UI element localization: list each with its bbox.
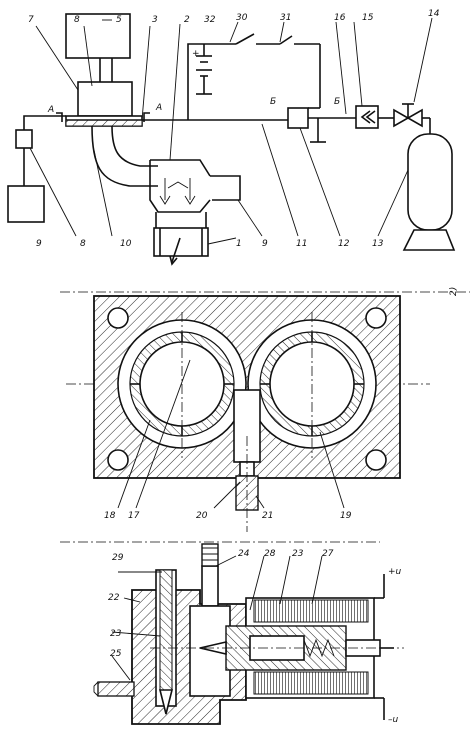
label-7: 7	[28, 15, 34, 25]
label-16: 16	[334, 13, 346, 23]
valve-view	[60, 541, 404, 725]
label-23: 23	[110, 629, 122, 639]
schematic-view	[7, 13, 456, 266]
label-8: 8	[74, 15, 80, 25]
label-12: 12	[338, 239, 350, 249]
sensor-8	[15, 129, 33, 149]
side-mark: 2)	[449, 287, 459, 296]
label-32: 32	[204, 15, 216, 25]
label-1: 1	[236, 239, 242, 249]
regulator-12	[287, 107, 309, 129]
valve-labels: 29 22 23 25 24 28 23 27 +u –u	[108, 549, 402, 725]
label-15: 15	[362, 13, 374, 23]
label-29: 29	[112, 553, 124, 563]
label-5: 5	[116, 15, 122, 25]
label-2: 2	[184, 15, 190, 25]
unit-8-box	[77, 81, 133, 117]
unit-5-box	[65, 13, 131, 59]
label-18: 18	[104, 511, 116, 521]
section-view	[60, 291, 470, 532]
bolt-hole	[107, 307, 129, 329]
label-10: 10	[120, 239, 132, 249]
label-4: 9	[262, 239, 268, 249]
bolt-hole	[365, 307, 387, 329]
label-21: 21	[262, 511, 273, 521]
label-8b: 8	[80, 239, 86, 249]
label-11: 11	[296, 239, 307, 249]
label-b-left: Б	[270, 97, 276, 107]
bolt-hole	[107, 449, 129, 471]
label-25: 25	[110, 649, 122, 659]
label-22: 22	[108, 593, 120, 603]
label-30: 30	[236, 13, 248, 23]
outlet-channel	[233, 389, 261, 463]
controller-9	[7, 185, 45, 223]
label-3: 3	[152, 15, 158, 25]
label-23b: 23	[292, 549, 304, 559]
label-28: 28	[264, 549, 276, 559]
label-9: 9	[36, 239, 42, 249]
label-a-left: А	[47, 105, 54, 115]
label-14: 14	[428, 9, 440, 19]
label-plus-u: +u	[388, 567, 402, 577]
label-b-right: Б	[334, 97, 340, 107]
cylinder-13	[407, 133, 453, 231]
label-a-right: А	[155, 103, 162, 113]
bolt-hole	[365, 449, 387, 471]
label-31: 31	[280, 13, 291, 23]
label-13: 13	[372, 239, 384, 249]
label-20: 20	[196, 511, 208, 521]
label-27: 27	[322, 549, 334, 559]
section-labels: 18 17 20 21 19	[104, 511, 352, 521]
label-17: 17	[128, 511, 140, 521]
label-minus-u: –u	[388, 715, 399, 725]
label-plus: +	[192, 49, 200, 59]
schematic-labels: 7 8 5 3 2 32 30 31 16 15 14 + А А Б Б 1 …	[28, 9, 440, 249]
label-24: 24	[238, 549, 250, 559]
label-19: 19	[340, 511, 352, 521]
roller-1	[153, 227, 209, 257]
